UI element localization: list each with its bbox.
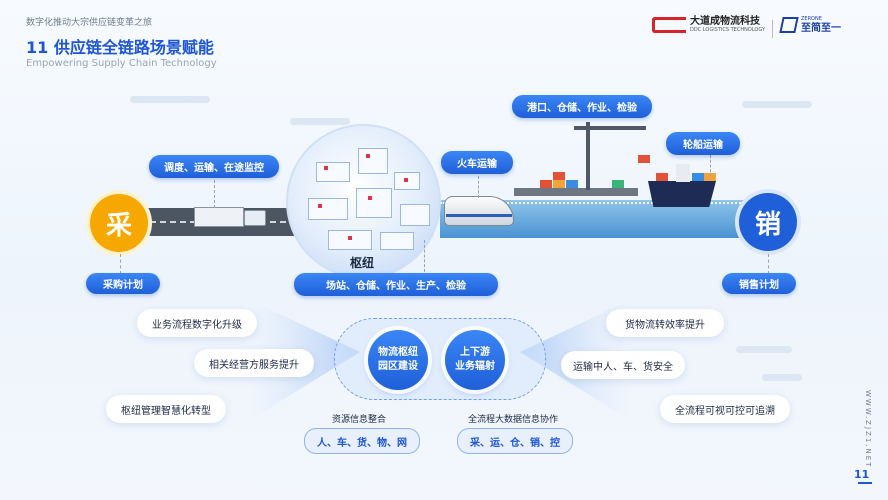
yard-pill: 场站、仓储、作业、生产、检验 [294,273,498,296]
benefit-right-1: 货物流转效率提升 [606,309,724,337]
train-stripe [446,214,512,217]
hub-label: 枢纽 [350,256,375,270]
bg-bar [762,374,802,381]
container-icon [566,180,578,188]
benefit-left-2: 相关经营方服务提升 [194,349,314,377]
sea-wave [440,202,745,208]
brand2-sub: ZERONE [801,16,822,22]
connector-line [424,240,425,272]
procure-plan-pill: 采购计划 [86,273,160,294]
marker-icon [366,154,370,158]
connector-line [120,254,121,274]
container-icon [612,180,624,188]
connector-line [478,176,479,198]
ship-pill: 轮船运输 [666,132,740,155]
dispatch-pill: 调度、运输、在途监控 [149,155,279,178]
train-pill: 火车运输 [441,151,513,174]
building-icon [380,232,414,250]
ship-container-icon [692,173,704,181]
ship-bridge [676,164,690,182]
building-icon [328,230,372,250]
side-url: WWW.ZJZ1.NET [864,390,872,469]
label-resource-integration: 资源信息整合 [332,415,387,425]
sales-circle: 销 [739,193,797,251]
connector-line [214,180,215,208]
bg-bar [290,118,350,125]
marker-icon [404,178,408,182]
brand-logo-ddc: 大道成物流科技 DDC LOGISTICS TECHNOLOGY [652,16,765,34]
ddc-logo-icon [652,17,686,33]
label-bigdata-collab: 全流程大数据信息协作 [468,415,559,425]
marker-icon [318,204,322,208]
building-icon [358,148,388,174]
page-number-underline [858,482,872,484]
bg-bar [130,96,210,103]
container-icon [553,180,565,188]
brand-logo-zerone: ZERONE 至简至一 [779,16,841,34]
hub-illustration [286,124,441,279]
page-title: 11 供应链全链路场景赋能 [26,38,214,57]
connector-line [768,254,769,274]
procure-circle: 采 [90,194,148,252]
node-hub-park: 物流枢纽 园区建设 [368,330,428,390]
marker-icon [348,236,352,240]
ship-container-icon [704,173,716,181]
port-pill: 港口、仓储、作业、检验 [512,95,652,118]
benefit-left-3: 枢纽管理智慧化转型 [106,395,226,423]
truck-trailer-icon [194,207,244,227]
brand1-sub: DDC LOGISTICS TECHNOLOGY [690,27,765,33]
node-upstream-downstream: 上下游 业务辐射 [445,330,505,390]
logo-divider [772,20,773,38]
brand2-name: 至简至一 [801,23,841,34]
dock [514,188,638,196]
ship-container-icon [656,173,668,181]
header-subtitle: 数字化推动大宗供应链变革之旅 [26,18,153,28]
card-process: 采、运、仓、销、控 [457,428,573,454]
crane-arm [574,126,646,130]
connector-line [710,155,711,177]
benefit-left-1: 业务流程数字化升级 [137,309,257,337]
brand1-name: 大道成物流科技 [690,16,760,27]
container-icon [540,180,552,188]
truck-cab-icon [244,210,266,226]
bg-bar [736,346,792,353]
building-icon [356,188,392,218]
container-icon [638,155,650,163]
marker-icon [324,166,328,170]
building-icon [400,204,430,226]
marker-icon [368,196,372,200]
sales-plan-pill: 销售计划 [722,273,796,294]
benefit-right-2: 运输中人、车、货安全 [561,351,685,379]
center-oval [334,318,546,400]
page-title-en: Empowering Supply Chain Technology [26,58,217,69]
page-number: 11 [854,468,870,481]
ship-icon [648,181,716,207]
card-resources: 人、车、货、物、网 [304,428,420,454]
benefit-right-3: 全流程可视可控可追溯 [660,395,790,423]
train-icon [444,196,514,226]
crane-icon [586,122,590,190]
container-icon [553,172,565,180]
bg-bar [742,101,812,108]
building-icon [308,198,348,220]
